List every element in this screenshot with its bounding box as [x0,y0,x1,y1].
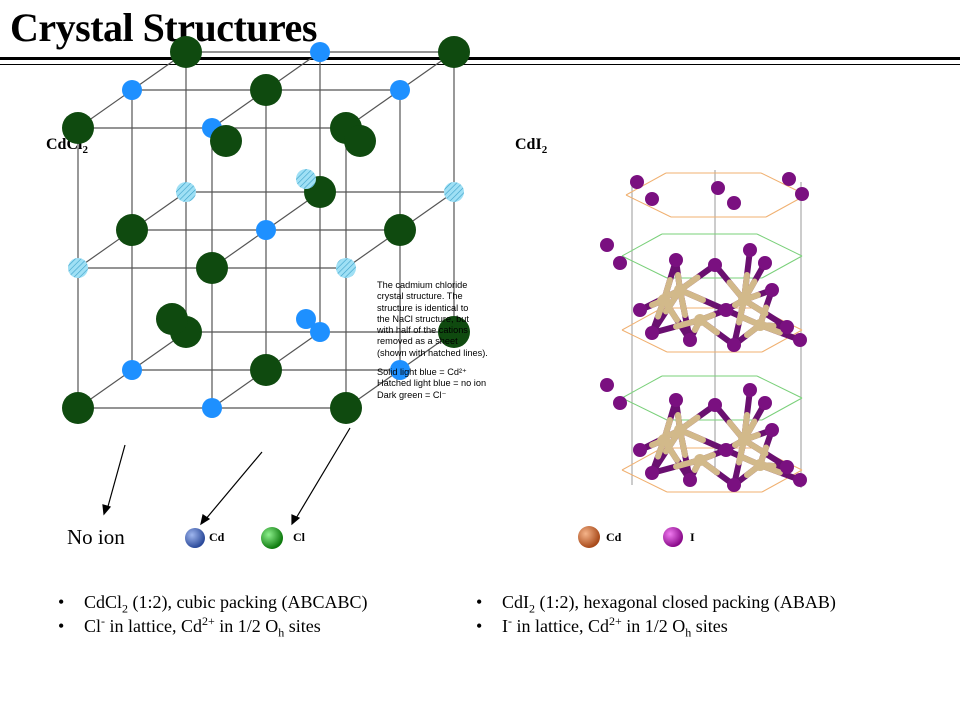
iodide-atom [795,187,809,201]
iodide-atom [780,320,794,334]
legend-cl-label: Cl [293,530,305,544]
page-title: Crystal Structures [10,5,317,50]
cadmium-atom [694,454,706,466]
cadmium-atom [122,360,142,380]
cadmium-atom [754,459,766,471]
chloride-atom [62,112,94,144]
vacant-site [68,258,88,278]
bullets-left: •CdCl2 (1:2), cubic packing (ABCABC) •Cl… [58,590,368,640]
iodide-atom [600,238,614,252]
iodide-atom [793,333,807,347]
iodide-atom [683,473,697,487]
cadmium-atom [738,294,750,306]
iodide-atom [708,258,722,272]
iodide-atom [780,460,794,474]
chloride-atom [170,36,202,68]
iodide-atom [758,256,772,270]
chloride-atom [156,303,188,335]
vacant-site [336,258,356,278]
cadmium-atom [390,80,410,100]
iodide-atom [630,175,644,189]
iodide-atom [669,393,683,407]
chloride-atom [438,316,470,348]
cadmium-atom [296,309,316,329]
i-legend-ball [663,527,683,547]
iodide-atom [719,303,733,317]
iodide-atom [669,253,683,267]
chloride-atom [344,125,376,157]
iodide-atom [633,443,647,457]
cdi2-atoms [600,172,809,492]
iodide-atom [727,338,741,352]
chloride-atom [62,392,94,424]
iodide-atom [683,333,697,347]
bullet-right-1: •CdI2 (1:2), hexagonal closed packing (A… [476,592,836,616]
title-divider-thin [0,64,960,65]
cadmium-atom [754,319,766,331]
vacant-site [296,169,316,189]
chloride-atom [250,74,282,106]
iodide-atom [727,196,741,210]
cdcl2-caption: The cadmium chloride crystal structure. … [377,280,488,400]
cdi2-frame [621,170,807,493]
chloride-atom [210,125,242,157]
cl-legend-ball [261,527,283,549]
cadmium-atom [390,360,410,380]
bullet-left-2: •Cl- in lattice, Cd2+ in 1/2 Oh sites [58,614,321,640]
iodide-atom [711,181,725,195]
cadmium-atom [694,314,706,326]
iodide-atom [727,478,741,492]
cdi2-label: CdI2 [515,136,548,157]
iodide-atom [645,466,659,480]
bullets-right: •CdI2 (1:2), hexagonal closed packing (A… [476,590,836,640]
vacant-site [176,182,196,202]
chloride-atom [250,354,282,386]
iodide-atom [633,303,647,317]
iodide-atom [758,396,772,410]
iodide-atom [613,396,627,410]
pointer-arrows [102,427,351,526]
legend-i-label: I [690,530,695,544]
iodide-atom [782,172,796,186]
iodide-atom [793,473,807,487]
iodide-atom [719,443,733,457]
iodide-atom [765,423,779,437]
chloride-atom [116,214,148,246]
iodide-atom [645,192,659,206]
cadmium-atom [202,398,222,418]
iodide-atom [613,256,627,270]
cadmium-atom [310,42,330,62]
bullet-left-1: •CdCl2 (1:2), cubic packing (ABCABC) [58,592,368,616]
cadmium-atom [674,424,686,436]
cadmium-atom [738,434,750,446]
iodide-atom [645,326,659,340]
iodide-atom [743,243,757,257]
chloride-atom [384,214,416,246]
cadmium-atom [658,294,670,306]
bullet-right-2: •I- in lattice, Cd2+ in 1/2 Oh sites [476,614,728,640]
vacant-site [444,182,464,202]
cadmium-atom [310,322,330,342]
chloride-atom [438,36,470,68]
chloride-atom [330,392,362,424]
cd-legend-ball [185,528,205,548]
cd-legend-ball-right [578,526,600,548]
iodide-atom [600,378,614,392]
legend-cd-right-label: Cd [606,530,622,544]
cdcl2-atoms [62,36,470,424]
cadmium-atom [122,80,142,100]
iodide-atom [708,398,722,412]
iodide-atom [765,283,779,297]
chloride-atom [196,252,228,284]
cadmium-atom [674,284,686,296]
no-ion-label: No ion [67,525,125,549]
cadmium-atom [658,434,670,446]
iodide-atom [743,383,757,397]
legend-cd-label: Cd [209,530,225,544]
title-divider-thick [0,57,960,60]
cadmium-atom [256,220,276,240]
